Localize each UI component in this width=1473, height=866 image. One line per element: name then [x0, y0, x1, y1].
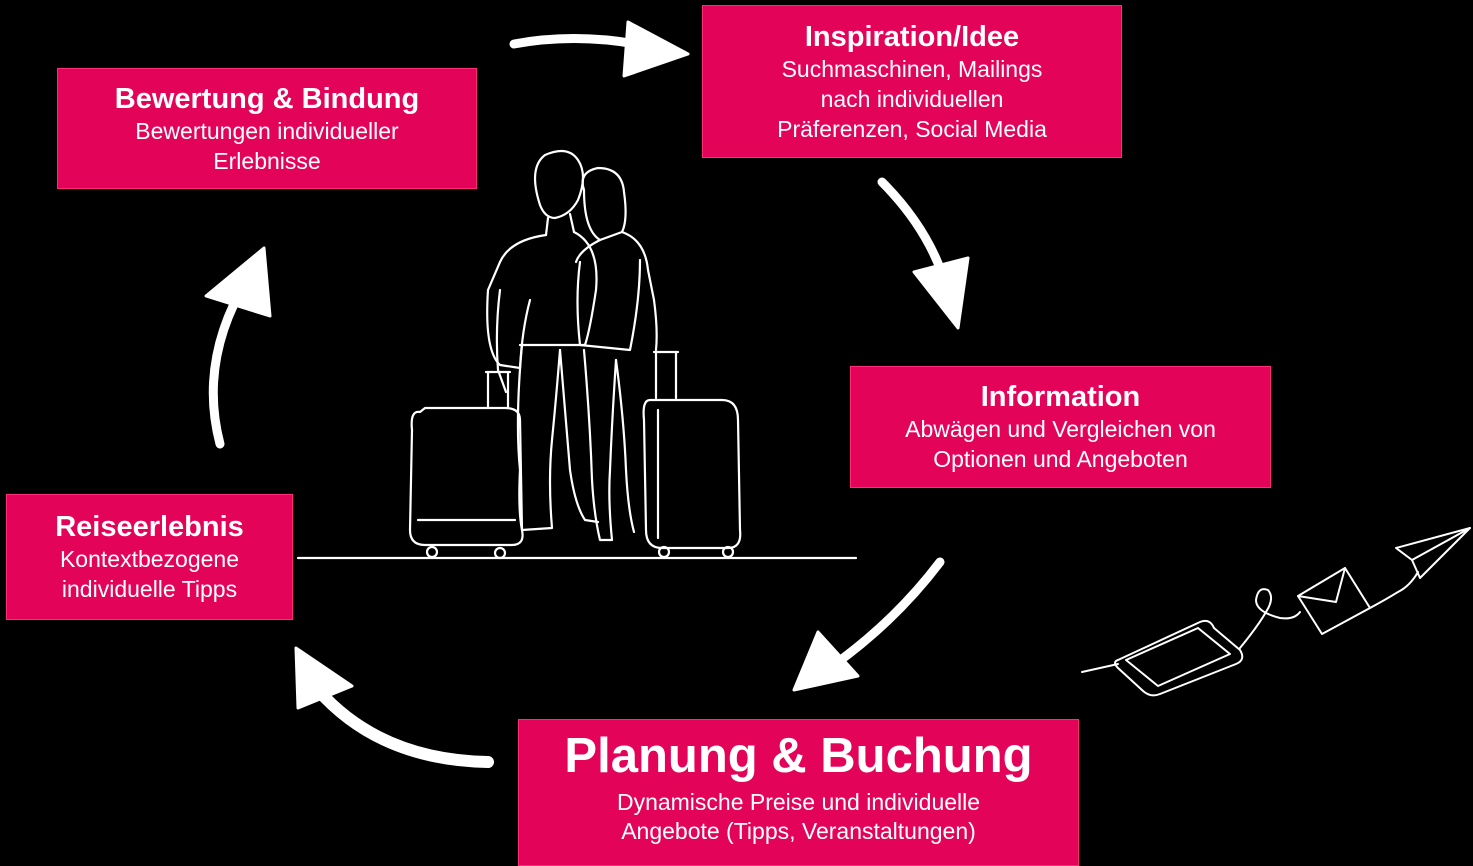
stage-description-line: Abwägen und Vergleichen von: [905, 416, 1216, 442]
stage-reiseerlebnis: Reiseerlebnis Kontextbezogene individuel…: [6, 494, 293, 620]
arrow-to-reiseerlebnis: [294, 646, 494, 768]
arrow-to-inspiration: [509, 20, 690, 78]
stage-bewertung-bindung: Bewertung & Bindung Bewertungen individu…: [57, 68, 477, 189]
cycle-arrows: [204, 20, 970, 768]
arrow-to-information: [877, 177, 970, 330]
stage-description-line: Erlebnisse: [213, 147, 321, 174]
stage-description-line: Angebote (Tipps, Veranstaltungen): [621, 818, 976, 844]
stage-title: Planung & Buchung: [564, 729, 1033, 783]
stage-description-line: Suchmaschinen, Mailings: [781, 55, 1043, 82]
stage-description-line: Dynamische Preise und individuelle: [616, 789, 981, 815]
message-illustration: [1081, 527, 1471, 697]
stage-title: Bewertung & Bindung: [114, 82, 420, 115]
arrow-to-planung: [792, 557, 945, 692]
stage-title: Reiseerlebnis: [55, 511, 244, 543]
stage-description-line: individuelle Tipps: [61, 576, 238, 602]
stage-information: Information Abwägen und Vergleichen von …: [850, 366, 1271, 488]
stage-description-line: nach individuellen: [820, 85, 1004, 112]
couple-illustration: [296, 149, 858, 560]
stage-description-line: Optionen und Angeboten: [933, 446, 1188, 472]
stage-planung-buchung: Planung & Buchung Dynamische Preise und …: [518, 719, 1079, 866]
arrow-to-bewertung: [204, 246, 272, 449]
stage-description-line: Bewertungen individueller: [135, 117, 399, 144]
stage-inspiration-idee: Inspiration/Idee Suchmaschinen, Mailings…: [702, 5, 1122, 158]
stage-title: Information: [980, 381, 1141, 413]
stage-description-line: Präferenzen, Social Media: [777, 115, 1047, 142]
stage-description-line: Kontextbezogene: [59, 546, 240, 572]
stage-title: Inspiration/Idee: [804, 20, 1020, 53]
